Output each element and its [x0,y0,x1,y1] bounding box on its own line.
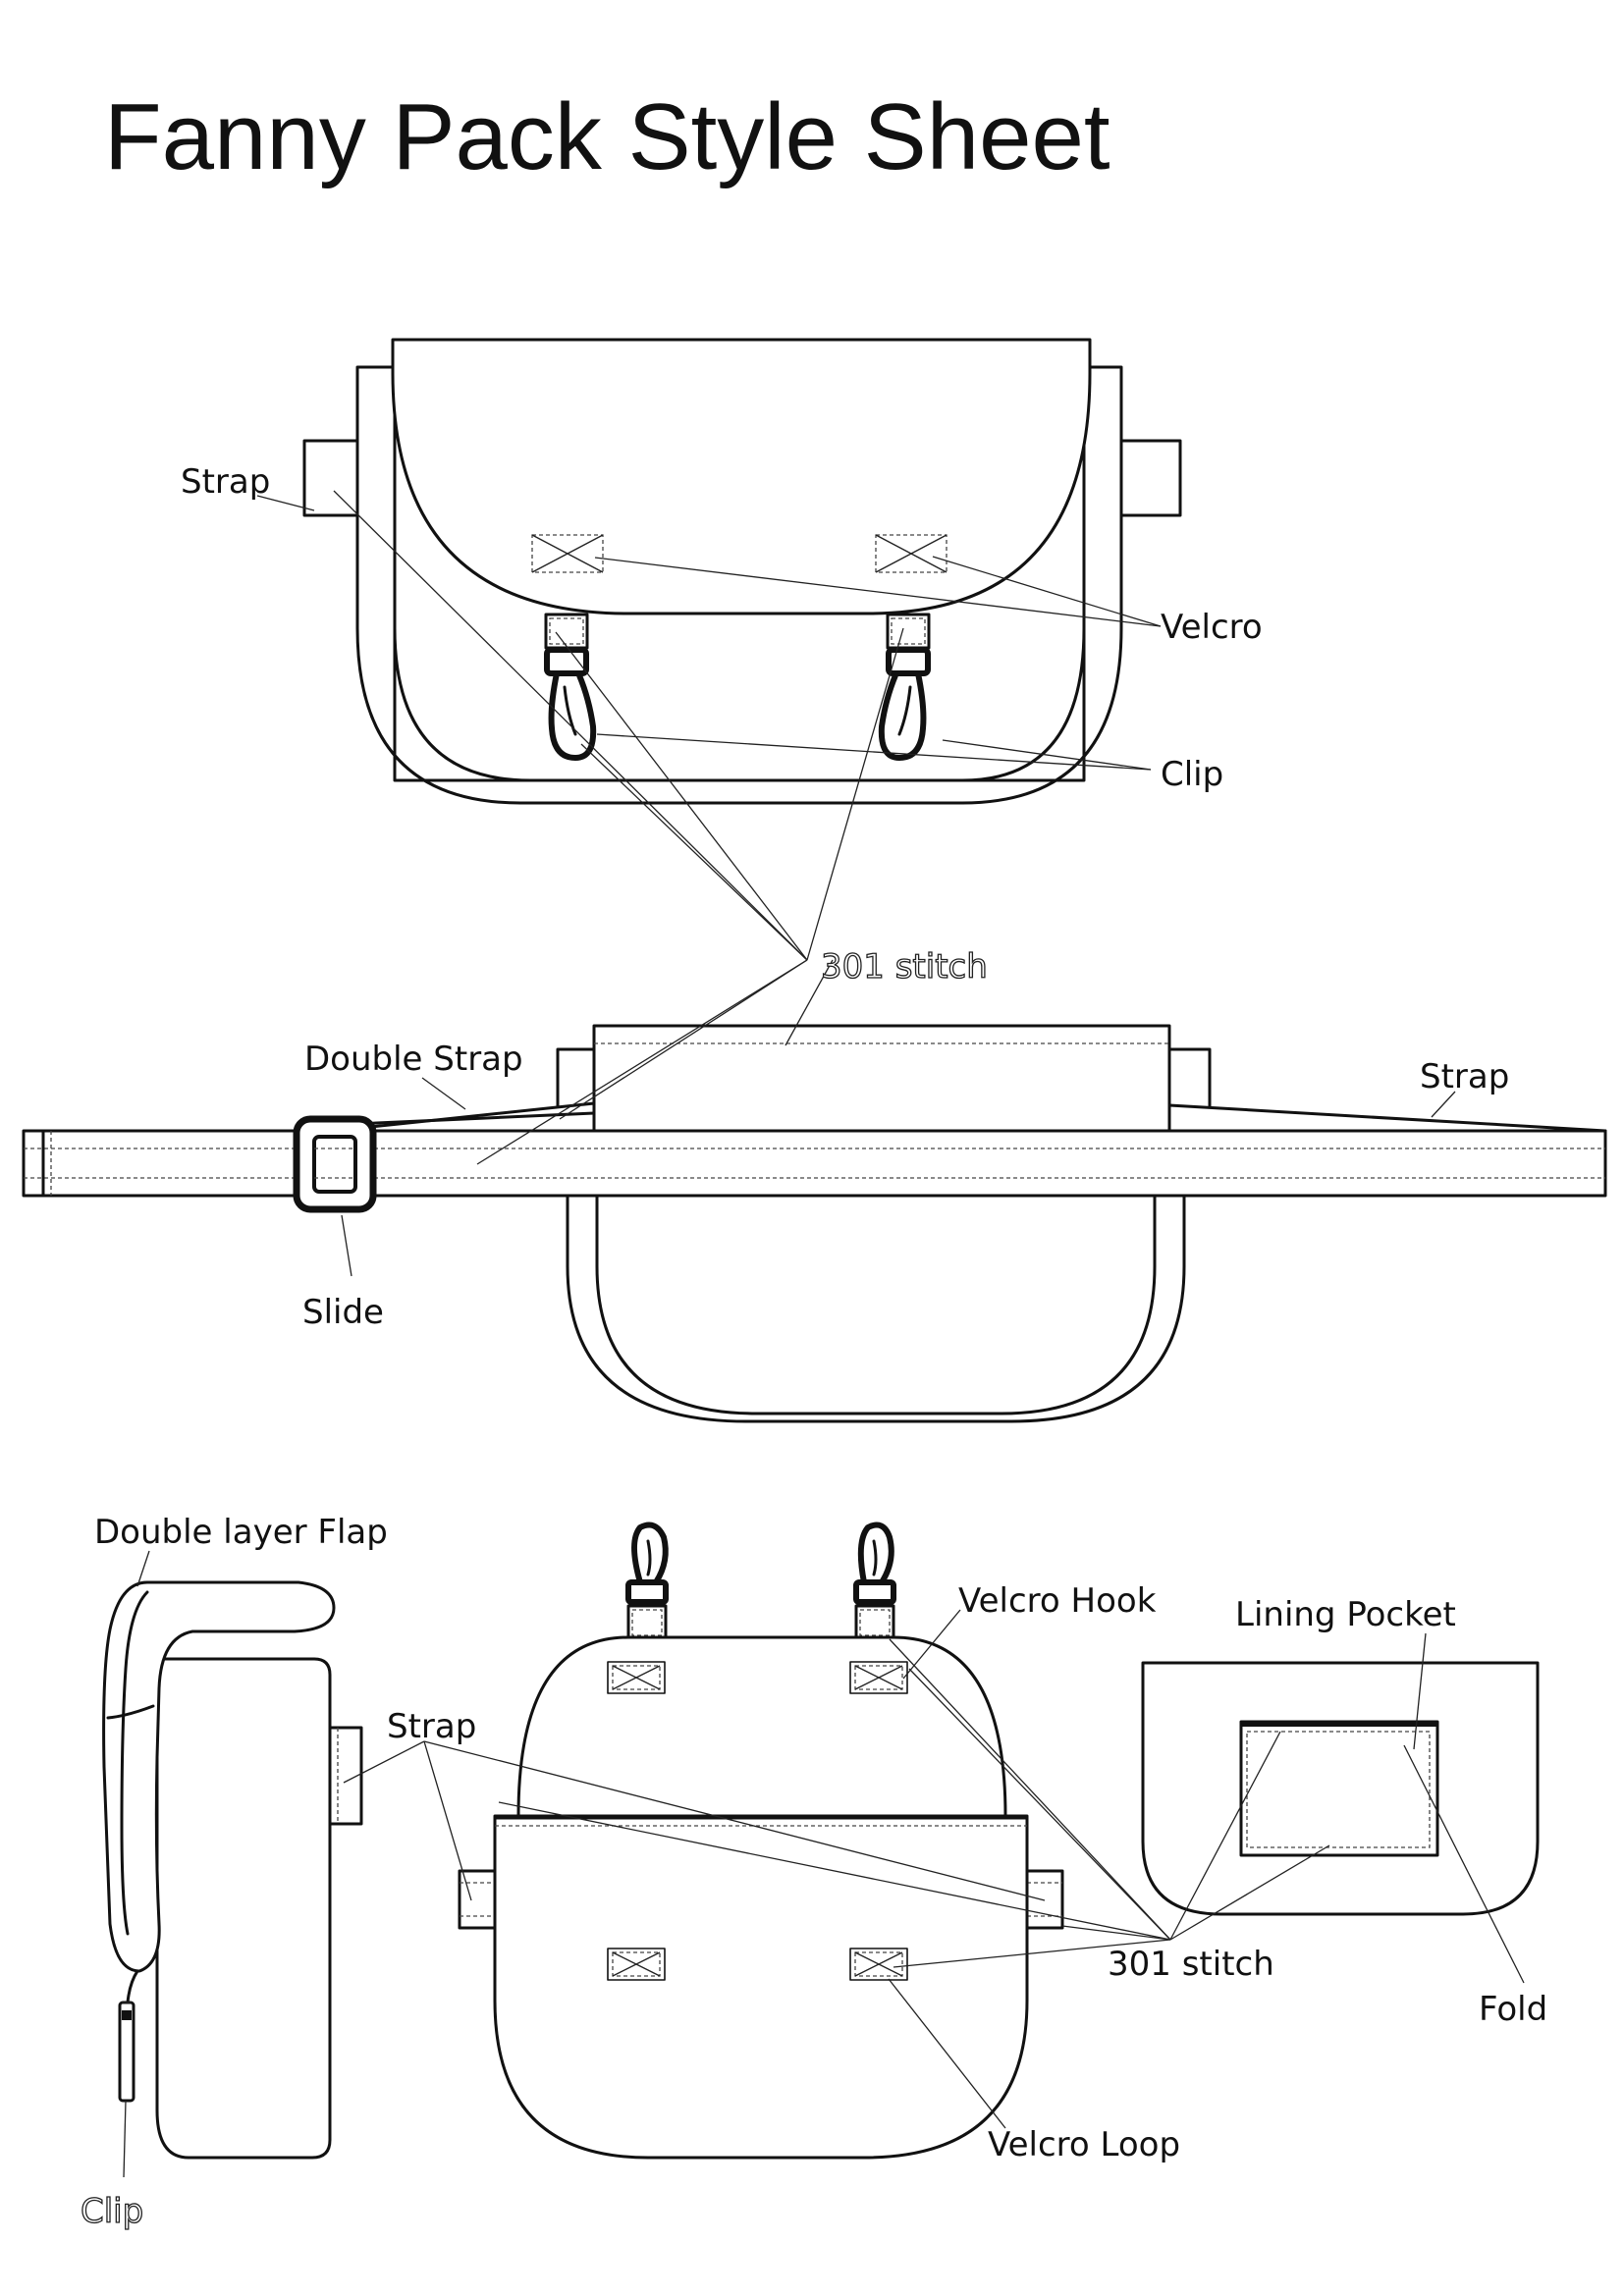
front-clip-tab-right [886,613,931,650]
label-velcro-loop: Velcro Loop [988,2125,1180,2164]
front-flap [391,338,1092,615]
front-left-strap-tab [302,439,365,517]
lining-pocket-view [1141,1661,1540,1916]
back-velcro-hook-right [849,1661,908,1694]
belt-strap [22,1129,1607,1198]
front-velcro-right [875,534,947,573]
back-right-strap-tab [1025,1869,1064,1930]
slide-buckle [293,1115,377,1213]
lining-pocket [1239,1720,1439,1857]
front-body [355,365,1123,805]
label-fold: Fold [1479,1990,1547,2029]
label-301-stitch-bottom: 301 stitch [1108,1945,1274,1984]
back-upper-body [516,1635,1007,1818]
labels: Strap Velcro Clip 301 stitch Double Stra… [80,462,1547,2232]
label-301-stitch-top: 301 stitch [821,947,988,987]
side-view [102,1580,363,2160]
belt-view [22,1024,1607,1423]
label-double-layer-flap: Double layer Flap [94,1513,388,1552]
back-lower-body [493,1814,1029,2160]
back-velcro-loop-right [849,1948,908,1981]
right-strap-wedge [1167,1103,1607,1133]
leader-lines [123,490,1525,2178]
back-view [458,1522,1064,2160]
label-front-clip: Clip [1161,755,1223,794]
front-clip-right [878,647,931,761]
front-velcro-left [531,534,604,573]
back-clip-right [853,1522,896,1641]
label-back-strap: Strap [387,1707,476,1746]
front-clip-left [544,647,597,761]
page-title: Fanny Pack Style Sheet [104,84,1110,189]
belt-pouch-top [592,1024,1171,1135]
side-body [155,1657,332,2160]
label-side-clip: Clip [81,2192,143,2231]
label-lining-pocket: Lining Pocket [1235,1595,1456,1634]
label-belt-strap: Strap [1420,1057,1509,1096]
front-clip-tab-left [544,613,589,650]
back-velcro-hook-left [607,1661,666,1694]
front-view [302,338,1182,805]
back-velcro-loop-left [607,1948,666,1981]
front-right-strap-tab [1119,439,1182,517]
label-front-strap: Strap [181,462,270,502]
label-velcro: Velcro [1161,608,1263,647]
label-velcro-hook: Velcro Hook [958,1581,1157,1621]
label-slide: Slide [302,1293,384,1332]
label-double-strap: Double Strap [304,1040,523,1079]
back-clip-left [625,1522,669,1641]
